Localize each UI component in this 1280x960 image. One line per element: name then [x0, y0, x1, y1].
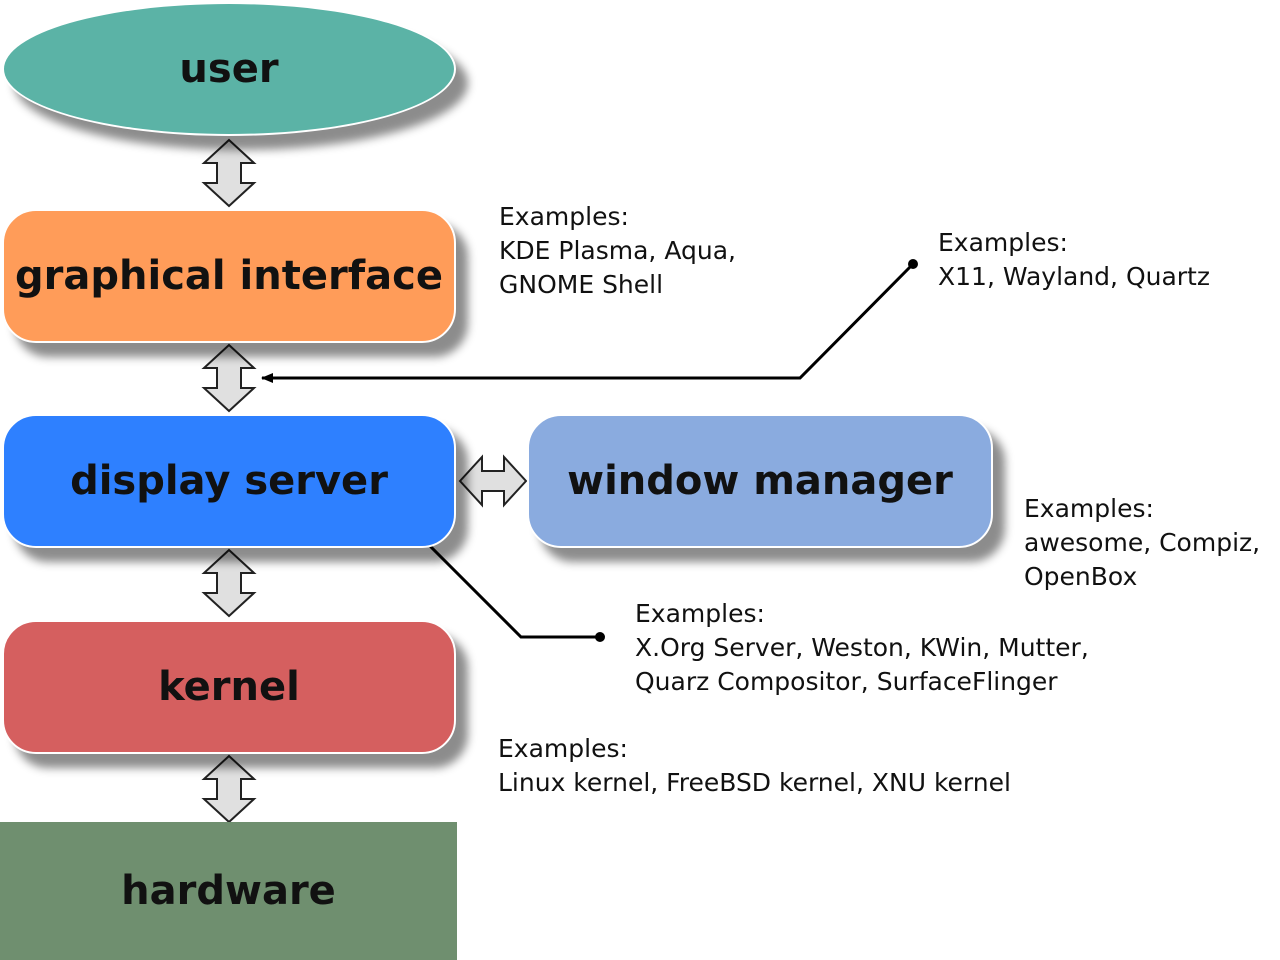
- examples-heading: Examples:: [938, 228, 1068, 257]
- examples-heading: Examples:: [1024, 494, 1154, 523]
- node-display-server: display server: [2, 414, 456, 548]
- examples-display-server: Examples: X.Org Server, Weston, KWin, Mu…: [635, 597, 1089, 699]
- node-graphical-interface-label: graphical interface: [15, 253, 443, 299]
- arrow-ds-wm: [458, 454, 528, 508]
- examples-line: GNOME Shell: [499, 270, 664, 299]
- node-display-server-label: display server: [70, 458, 388, 504]
- node-hardware: hardware: [0, 822, 457, 960]
- examples-heading: Examples:: [498, 734, 628, 763]
- node-window-manager: window manager: [527, 414, 993, 548]
- arrow-user-gui: [201, 138, 257, 208]
- node-kernel-label: kernel: [158, 664, 300, 710]
- examples-line: X11, Wayland, Quartz: [938, 262, 1210, 291]
- node-kernel: kernel: [2, 620, 456, 754]
- pointer-protocol: [261, 262, 915, 383]
- examples-line: OpenBox: [1024, 562, 1138, 591]
- node-window-manager-label: window manager: [567, 458, 953, 504]
- examples-line: KDE Plasma, Aqua,: [499, 236, 736, 265]
- pointer-display-server: [396, 512, 600, 639]
- examples-heading: Examples:: [499, 202, 629, 231]
- examples-line: Quarz Compositor, SurfaceFlinger: [635, 667, 1058, 696]
- examples-line: awesome, Compiz,: [1024, 528, 1261, 557]
- pointer-protocol-dot: [908, 259, 918, 269]
- arrow-ds-kernel: [201, 548, 257, 618]
- examples-line: X.Org Server, Weston, KWin, Mutter,: [635, 633, 1089, 662]
- examples-line: Linux kernel, FreeBSD kernel, XNU kernel: [498, 768, 1011, 797]
- examples-heading: Examples:: [635, 599, 765, 628]
- examples-kernel: Examples: Linux kernel, FreeBSD kernel, …: [498, 732, 1011, 800]
- examples-window-manager: Examples: awesome, Compiz, OpenBox: [1024, 492, 1260, 594]
- pointer-display-server-dot: [595, 632, 605, 642]
- arrow-kernel-hardware: [201, 754, 257, 824]
- examples-protocol: Examples: X11, Wayland, Quartz: [938, 226, 1210, 294]
- examples-graphical-interface: Examples: KDE Plasma, Aqua, GNOME Shell: [499, 200, 736, 302]
- node-user: user: [2, 2, 456, 136]
- node-hardware-label: hardware: [121, 868, 336, 914]
- node-graphical-interface: graphical interface: [2, 209, 456, 343]
- node-user-label: user: [179, 46, 279, 92]
- arrow-gui-ds: [201, 343, 257, 413]
